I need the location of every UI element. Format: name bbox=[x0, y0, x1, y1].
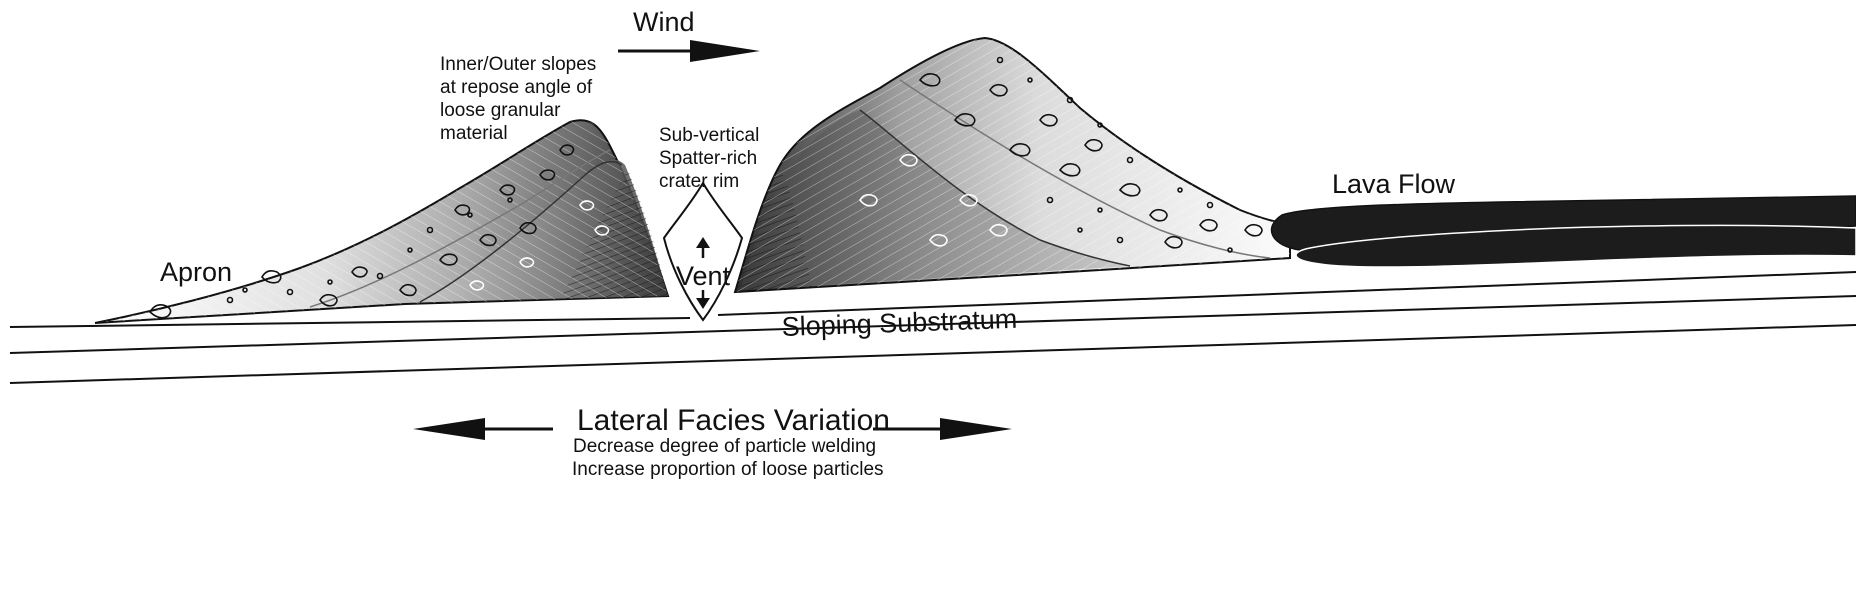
slopes-label-line-2: at repose angle of bbox=[440, 77, 593, 98]
lava-flow-label: Lava Flow bbox=[1332, 169, 1456, 199]
vent-up-arrow bbox=[696, 237, 710, 258]
facies-left-arrow bbox=[413, 418, 553, 440]
wind-label: Wind bbox=[633, 7, 695, 37]
slopes-label-line-4: material bbox=[440, 123, 508, 144]
substratum-middle-line bbox=[9, 295, 1856, 354]
slopes-label: Inner/Outer slopes at repose angle of lo… bbox=[440, 54, 596, 144]
left-cone bbox=[94, 119, 670, 324]
clasts bbox=[148, 56, 1263, 319]
left-cone-streaks bbox=[95, 120, 668, 324]
vent-down-arrow bbox=[696, 290, 710, 309]
vent-label: Vent bbox=[676, 261, 731, 291]
vent bbox=[662, 181, 744, 322]
left-cone-boundaries bbox=[309, 149, 623, 308]
rim-label-line-1: Sub-vertical bbox=[659, 125, 759, 146]
right-cone bbox=[733, 36, 1291, 294]
right-cone-streaks bbox=[735, 38, 1290, 292]
facies-line-1: Decrease degree of particle welding bbox=[573, 436, 876, 457]
slopes-label-line-3: loose granular bbox=[440, 100, 561, 121]
facies-line-2: Increase proportion of loose particles bbox=[572, 459, 884, 480]
lava-flow-lower-lobe bbox=[1295, 224, 1856, 268]
facies-right-arrow bbox=[873, 418, 1012, 440]
wind-arrow bbox=[618, 40, 760, 62]
substratum-top-line-right bbox=[717, 271, 1856, 316]
rim-label-line-2: Spatter-rich bbox=[659, 148, 757, 169]
substratum-top-line-left bbox=[9, 317, 691, 328]
substratum-layers bbox=[9, 271, 1856, 384]
rim-label-line-3: crater rim bbox=[659, 171, 739, 192]
substratum-label: Sloping Substratum bbox=[781, 304, 1018, 342]
slopes-label-line-1: Inner/Outer slopes bbox=[440, 54, 596, 75]
rim-label: Sub-vertical Spatter-rich crater rim bbox=[659, 125, 759, 192]
substratum-bottom-line bbox=[9, 324, 1856, 384]
apron-label: Apron bbox=[160, 257, 232, 287]
lava-flow bbox=[1270, 195, 1856, 268]
facies-title: Lateral Facies Variation bbox=[577, 404, 890, 437]
